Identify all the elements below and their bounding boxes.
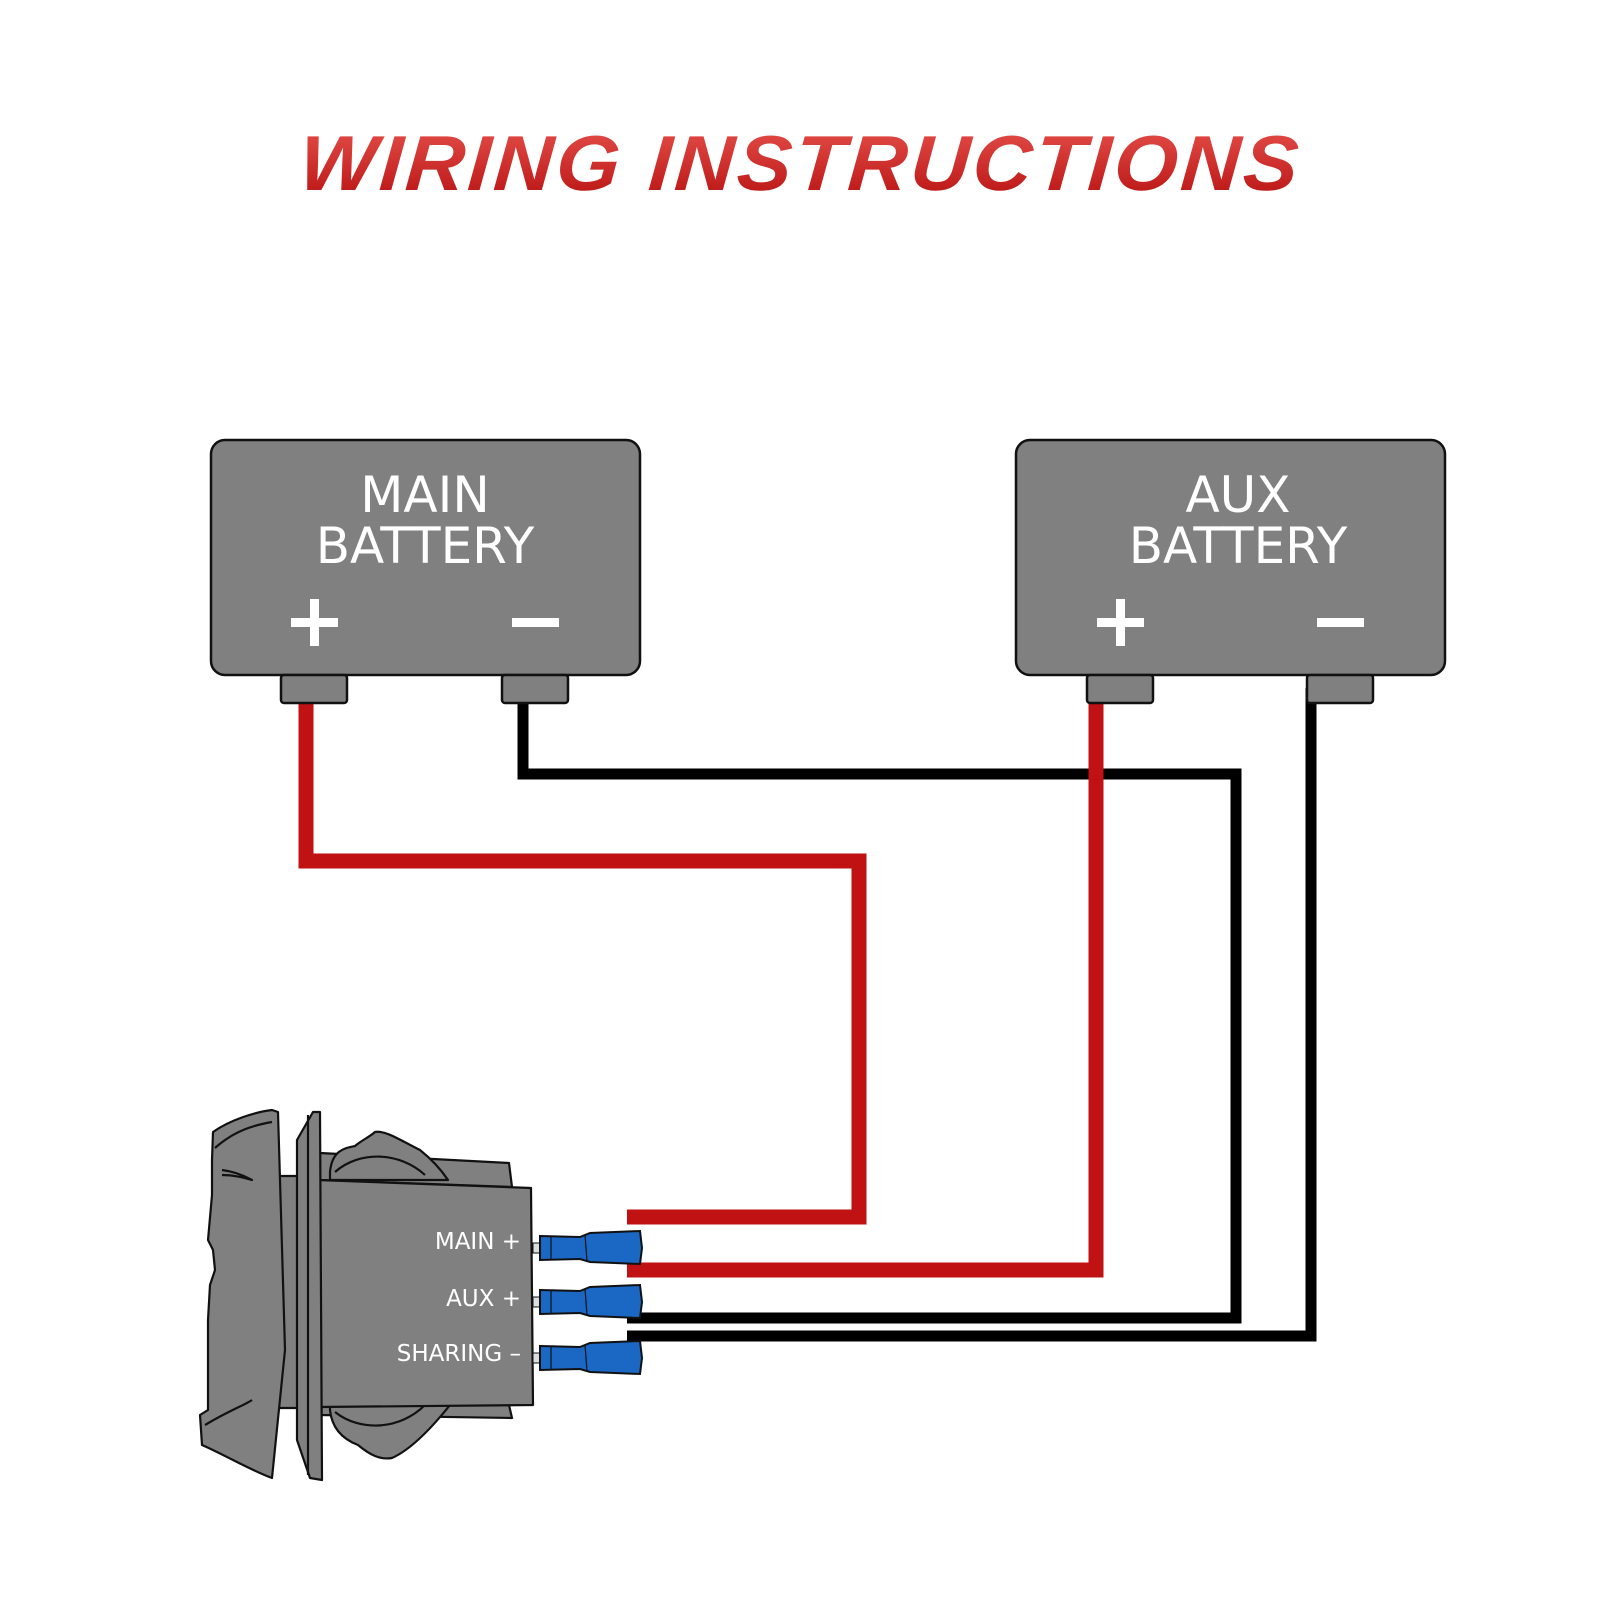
connector-main-positive [532, 1229, 644, 1266]
aux-battery-negative-terminal [1305, 673, 1375, 705]
aux-battery-positive-terminal [1085, 673, 1155, 705]
main-battery-positive-terminal [279, 673, 349, 705]
main-battery-label-line2: BATTERY [316, 517, 535, 575]
aux-battery-label-line2: BATTERY [1129, 517, 1348, 575]
switch-bottom-clip [328, 1403, 452, 1460]
wires [298, 688, 1317, 1342]
connectors [532, 1229, 644, 1376]
connector-aux-positive [532, 1283, 644, 1320]
main-battery-negative-terminal [500, 673, 570, 705]
switch-rocker-paddle [198, 1108, 287, 1480]
minus-icon [512, 618, 559, 627]
wire-aux-negative [627, 688, 1317, 1342]
terminal-label-aux-positive: AUX + [446, 1286, 521, 1312]
aux-battery-label-line1: AUX [1185, 466, 1290, 524]
wire-main-positive [298, 688, 867, 1225]
wire-aux-positive [627, 688, 1104, 1278]
minus-icon [1317, 618, 1364, 627]
terminal-label-sharing-negative: SHARING – [397, 1341, 521, 1367]
plus-icon [291, 599, 338, 646]
main-battery: MAIN BATTERY [209, 438, 642, 705]
terminal-label-main-positive: MAIN + [435, 1229, 521, 1255]
rocker-switch [198, 1108, 535, 1482]
wire-main-negative [517, 688, 1242, 1324]
main-battery-label-line1: MAIN [360, 466, 490, 524]
aux-battery: AUX BATTERY [1014, 438, 1447, 705]
switch-top-clip [328, 1130, 450, 1182]
switch-bezel [295, 1110, 324, 1482]
plus-icon [1097, 599, 1144, 646]
connector-sharing-negative [532, 1339, 644, 1376]
